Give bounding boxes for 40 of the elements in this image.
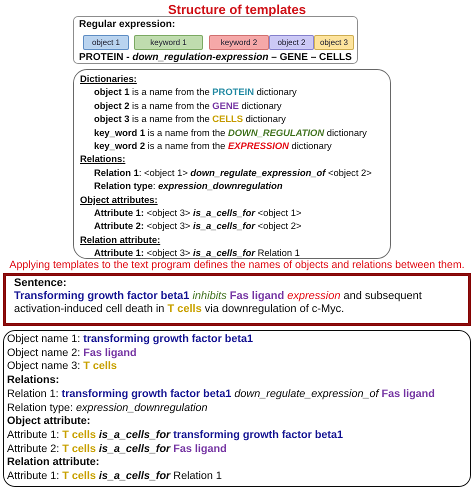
template-line: object 2 is a name from the GENE dictionary: [94, 100, 282, 111]
template-line: object 3 is a name from the CELLS dictionary: [94, 113, 286, 124]
template-line: Attribute 1: <object 3> is_a_cells_for Relation 1: [94, 247, 300, 258]
token-box: object 2: [269, 35, 314, 50]
template-line: Attribute 1: <object 3> is_a_cells_for <object 1>: [94, 207, 302, 218]
sentence-panel: [3, 273, 471, 326]
note-text: Applying templates to the text program defines the names of objects and relations between them.: [8, 259, 466, 271]
section-heading: Dictionaries:: [80, 73, 137, 84]
diagram-title: Structure of templates: [167, 2, 307, 17]
section-heading: Relations:: [7, 374, 60, 386]
template-line: Attribute 1: T cells is_a_cells_for transforming growth factor beta1: [7, 428, 344, 441]
template-line: Relation type: expression_downregulation: [94, 180, 283, 192]
section-heading: Regular expression:: [79, 19, 176, 30]
template-line: key_word 1 is a name from the DOWN_REGULATION dictionary: [94, 126, 367, 138]
template-line: PROTEIN - down_regulation-expression – GENE – CELLS: [79, 52, 352, 63]
template-line: Object name 2: Fas ligand: [7, 346, 137, 359]
template-panel: [73, 16, 358, 64]
result-panel: [3, 330, 471, 487]
section-heading: Sentence:: [14, 277, 67, 289]
template-panel: [73, 69, 391, 259]
template-line: Transforming growth factor beta1 inhibits Fas ligand expression and subsequent activation-induced cell death in T cells via downregulation of c-Myc.: [14, 290, 423, 316]
template-line: Attribute 2: <object 3> is_a_cells_for <object 2>: [94, 220, 302, 232]
template-line: Relation 1: <object 1> down_regulate_expression_of <object 2>: [94, 166, 372, 178]
section-heading: Relation attribute:: [80, 234, 160, 245]
template-line: key_word 2 is a name from the EXPRESSION dictionary: [94, 140, 332, 151]
template-line: object 1 is a name from the PROTEIN dictionary: [94, 86, 297, 98]
token-box: keyword 2: [209, 35, 269, 50]
section-heading: Relations:: [80, 153, 126, 164]
template-line: Relation type: expression_downregulation: [7, 402, 208, 414]
section-heading: Object attribute:: [7, 415, 90, 428]
section-heading: Relation attribute:: [7, 456, 100, 468]
template-line: Object name 3: T cells: [7, 360, 117, 372]
token-box: object 1: [83, 35, 129, 50]
token-box: keyword 1: [134, 35, 203, 50]
template-line: Relation 1: transforming growth factor beta1 down_regulate_expression_of Fas ligand: [7, 388, 435, 400]
template-line: Attribute 2: T cells is_a_cells_for Fas ligand: [7, 442, 227, 455]
token-box: object 3: [314, 35, 354, 50]
template-line: Attribute 1: T cells is_a_cells_for Relation 1: [7, 470, 222, 482]
template-line: Object name 1: transforming growth factor beta1: [7, 333, 253, 345]
section-heading: Object attributes:: [80, 194, 158, 205]
